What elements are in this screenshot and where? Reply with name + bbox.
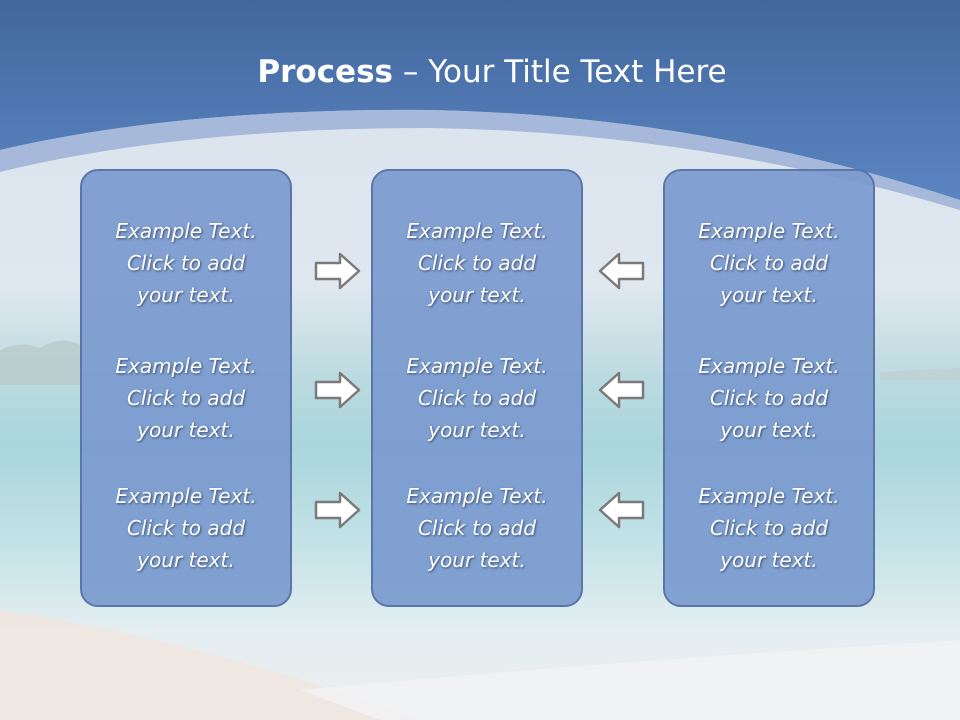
text-line: Click to add [417, 386, 537, 410]
right-panel-text-1[interactable]: Example Text. Click to add your text. [665, 215, 873, 311]
text-line: Example Text. [698, 219, 840, 243]
text-line: Click to add [417, 251, 537, 275]
right-arrow-icon [314, 252, 361, 290]
text-line: Click to add [126, 251, 246, 275]
text-line: your text. [428, 283, 526, 307]
text-line: your text. [428, 418, 526, 442]
text-line: your text. [137, 418, 235, 442]
text-line: Example Text. [115, 219, 257, 243]
slide-title[interactable]: Process – Your Title Text Here [0, 54, 960, 90]
right-panel-text-2[interactable]: Example Text. Click to add your text. [665, 350, 873, 446]
text-line: Click to add [126, 516, 246, 540]
right-panel[interactable]: Example Text. Click to add your text. Ex… [663, 169, 875, 607]
text-line: Example Text. [698, 484, 840, 508]
left-arrow-icon [598, 252, 645, 290]
right-arrow-icon [314, 491, 361, 529]
right-panel-text-3[interactable]: Example Text. Click to add your text. [665, 480, 873, 576]
text-line: your text. [137, 283, 235, 307]
left-panel[interactable]: Example Text. Click to add your text. Ex… [80, 169, 292, 607]
text-line: Example Text. [406, 354, 548, 378]
text-line: your text. [428, 548, 526, 572]
text-line: your text. [720, 418, 818, 442]
middle-panel-text-2[interactable]: Example Text. Click to add your text. [373, 350, 581, 446]
text-line: Click to add [126, 386, 246, 410]
text-line: your text. [720, 548, 818, 572]
title-separator: – [393, 54, 429, 90]
text-line: your text. [137, 548, 235, 572]
text-line: Example Text. [406, 484, 548, 508]
text-line: Click to add [709, 386, 829, 410]
title-bold: Process [257, 54, 393, 90]
text-line: your text. [720, 283, 818, 307]
text-line: Example Text. [406, 219, 548, 243]
text-line: Example Text. [115, 354, 257, 378]
middle-panel-text-1[interactable]: Example Text. Click to add your text. [373, 215, 581, 311]
text-line: Click to add [709, 516, 829, 540]
middle-panel-text-3[interactable]: Example Text. Click to add your text. [373, 480, 581, 576]
left-arrow-icon [598, 371, 645, 409]
title-rest: Your Title Text Here [428, 54, 727, 90]
middle-panel[interactable]: Example Text. Click to add your text. Ex… [371, 169, 583, 607]
text-line: Example Text. [698, 354, 840, 378]
left-panel-text-3[interactable]: Example Text. Click to add your text. [82, 480, 290, 576]
text-line: Click to add [417, 516, 537, 540]
text-line: Click to add [709, 251, 829, 275]
left-panel-text-1[interactable]: Example Text. Click to add your text. [82, 215, 290, 311]
left-arrow-icon [598, 491, 645, 529]
left-panel-text-2[interactable]: Example Text. Click to add your text. [82, 350, 290, 446]
right-arrow-icon [314, 371, 361, 409]
text-line: Example Text. [115, 484, 257, 508]
